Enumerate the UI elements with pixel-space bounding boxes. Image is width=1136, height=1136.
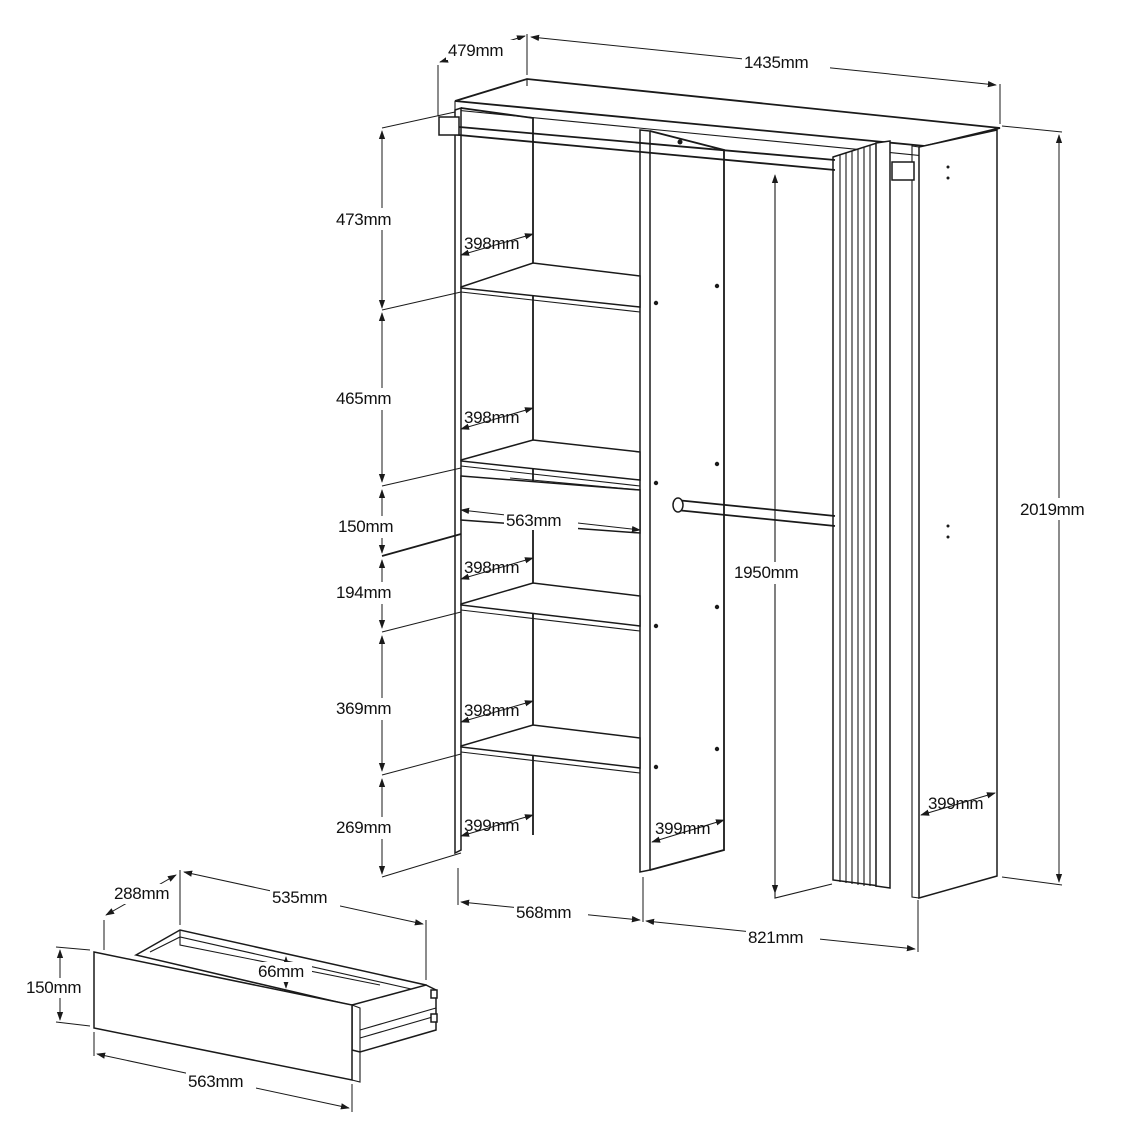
- drawer-inner-length-label: 535mm: [272, 888, 327, 907]
- shelf-4: [460, 724, 641, 769]
- left-side-panel: [454, 106, 462, 855]
- gap-3-label: 194mm: [336, 583, 391, 602]
- drawer-labels: 288mm 535mm 66mm 150mm 563mm: [24, 884, 340, 1092]
- gap-5-label: 269mm: [336, 818, 391, 837]
- drawer-opening-width-label: 563mm: [506, 511, 561, 530]
- center-divider-panel: [639, 129, 651, 873]
- shelf-depth-4-label: 398mm: [464, 701, 519, 720]
- top-hanging-rail: [438, 116, 915, 181]
- screw-holes: [653, 139, 950, 770]
- right-section-width-label: 821mm: [748, 928, 803, 947]
- shelf-3: [460, 582, 641, 627]
- hanging-height-label: 1950mm: [734, 563, 798, 582]
- gap-1-label: 473mm: [336, 210, 391, 229]
- left-panel-depth-label: 399mm: [464, 816, 519, 835]
- overall-height-label: 2019mm: [1020, 500, 1084, 519]
- overall-depth-label: 479mm: [448, 41, 503, 60]
- right-panel-depth-label: 399mm: [928, 794, 983, 813]
- drawer-front-height-label: 150mm: [26, 978, 81, 997]
- drawer-space-label: 150mm: [338, 517, 393, 536]
- left-section-width-label: 568mm: [516, 903, 571, 922]
- drawer-inner-height-label: 66mm: [258, 962, 304, 981]
- shelf-1: [460, 262, 641, 308]
- shelf-depth-1-label: 398mm: [464, 234, 519, 253]
- drawer-front-width-label: 563mm: [188, 1072, 243, 1091]
- middle-hanging-rail: [672, 497, 836, 527]
- middle-panel-depth-label: 399mm: [655, 819, 710, 838]
- drawer-depth-label: 288mm: [114, 884, 169, 903]
- overall-width-label: 1435mm: [744, 53, 808, 72]
- sliding-door-stack: [832, 140, 891, 889]
- top-board: [454, 78, 1001, 147]
- wardrobe-labels: 1435mm 479mm 2019mm 1950mm 473mm 465mm 1…: [334, 40, 1102, 948]
- shelf-2: [460, 439, 641, 481]
- wardrobe-structure: [438, 78, 1001, 899]
- gap-4-label: 369mm: [336, 699, 391, 718]
- gap-2-label: 465mm: [336, 389, 391, 408]
- shelf-depth-3-label: 398mm: [464, 558, 519, 577]
- right-side-panel: [918, 129, 998, 899]
- shelf-depth-2-label: 398mm: [464, 408, 519, 427]
